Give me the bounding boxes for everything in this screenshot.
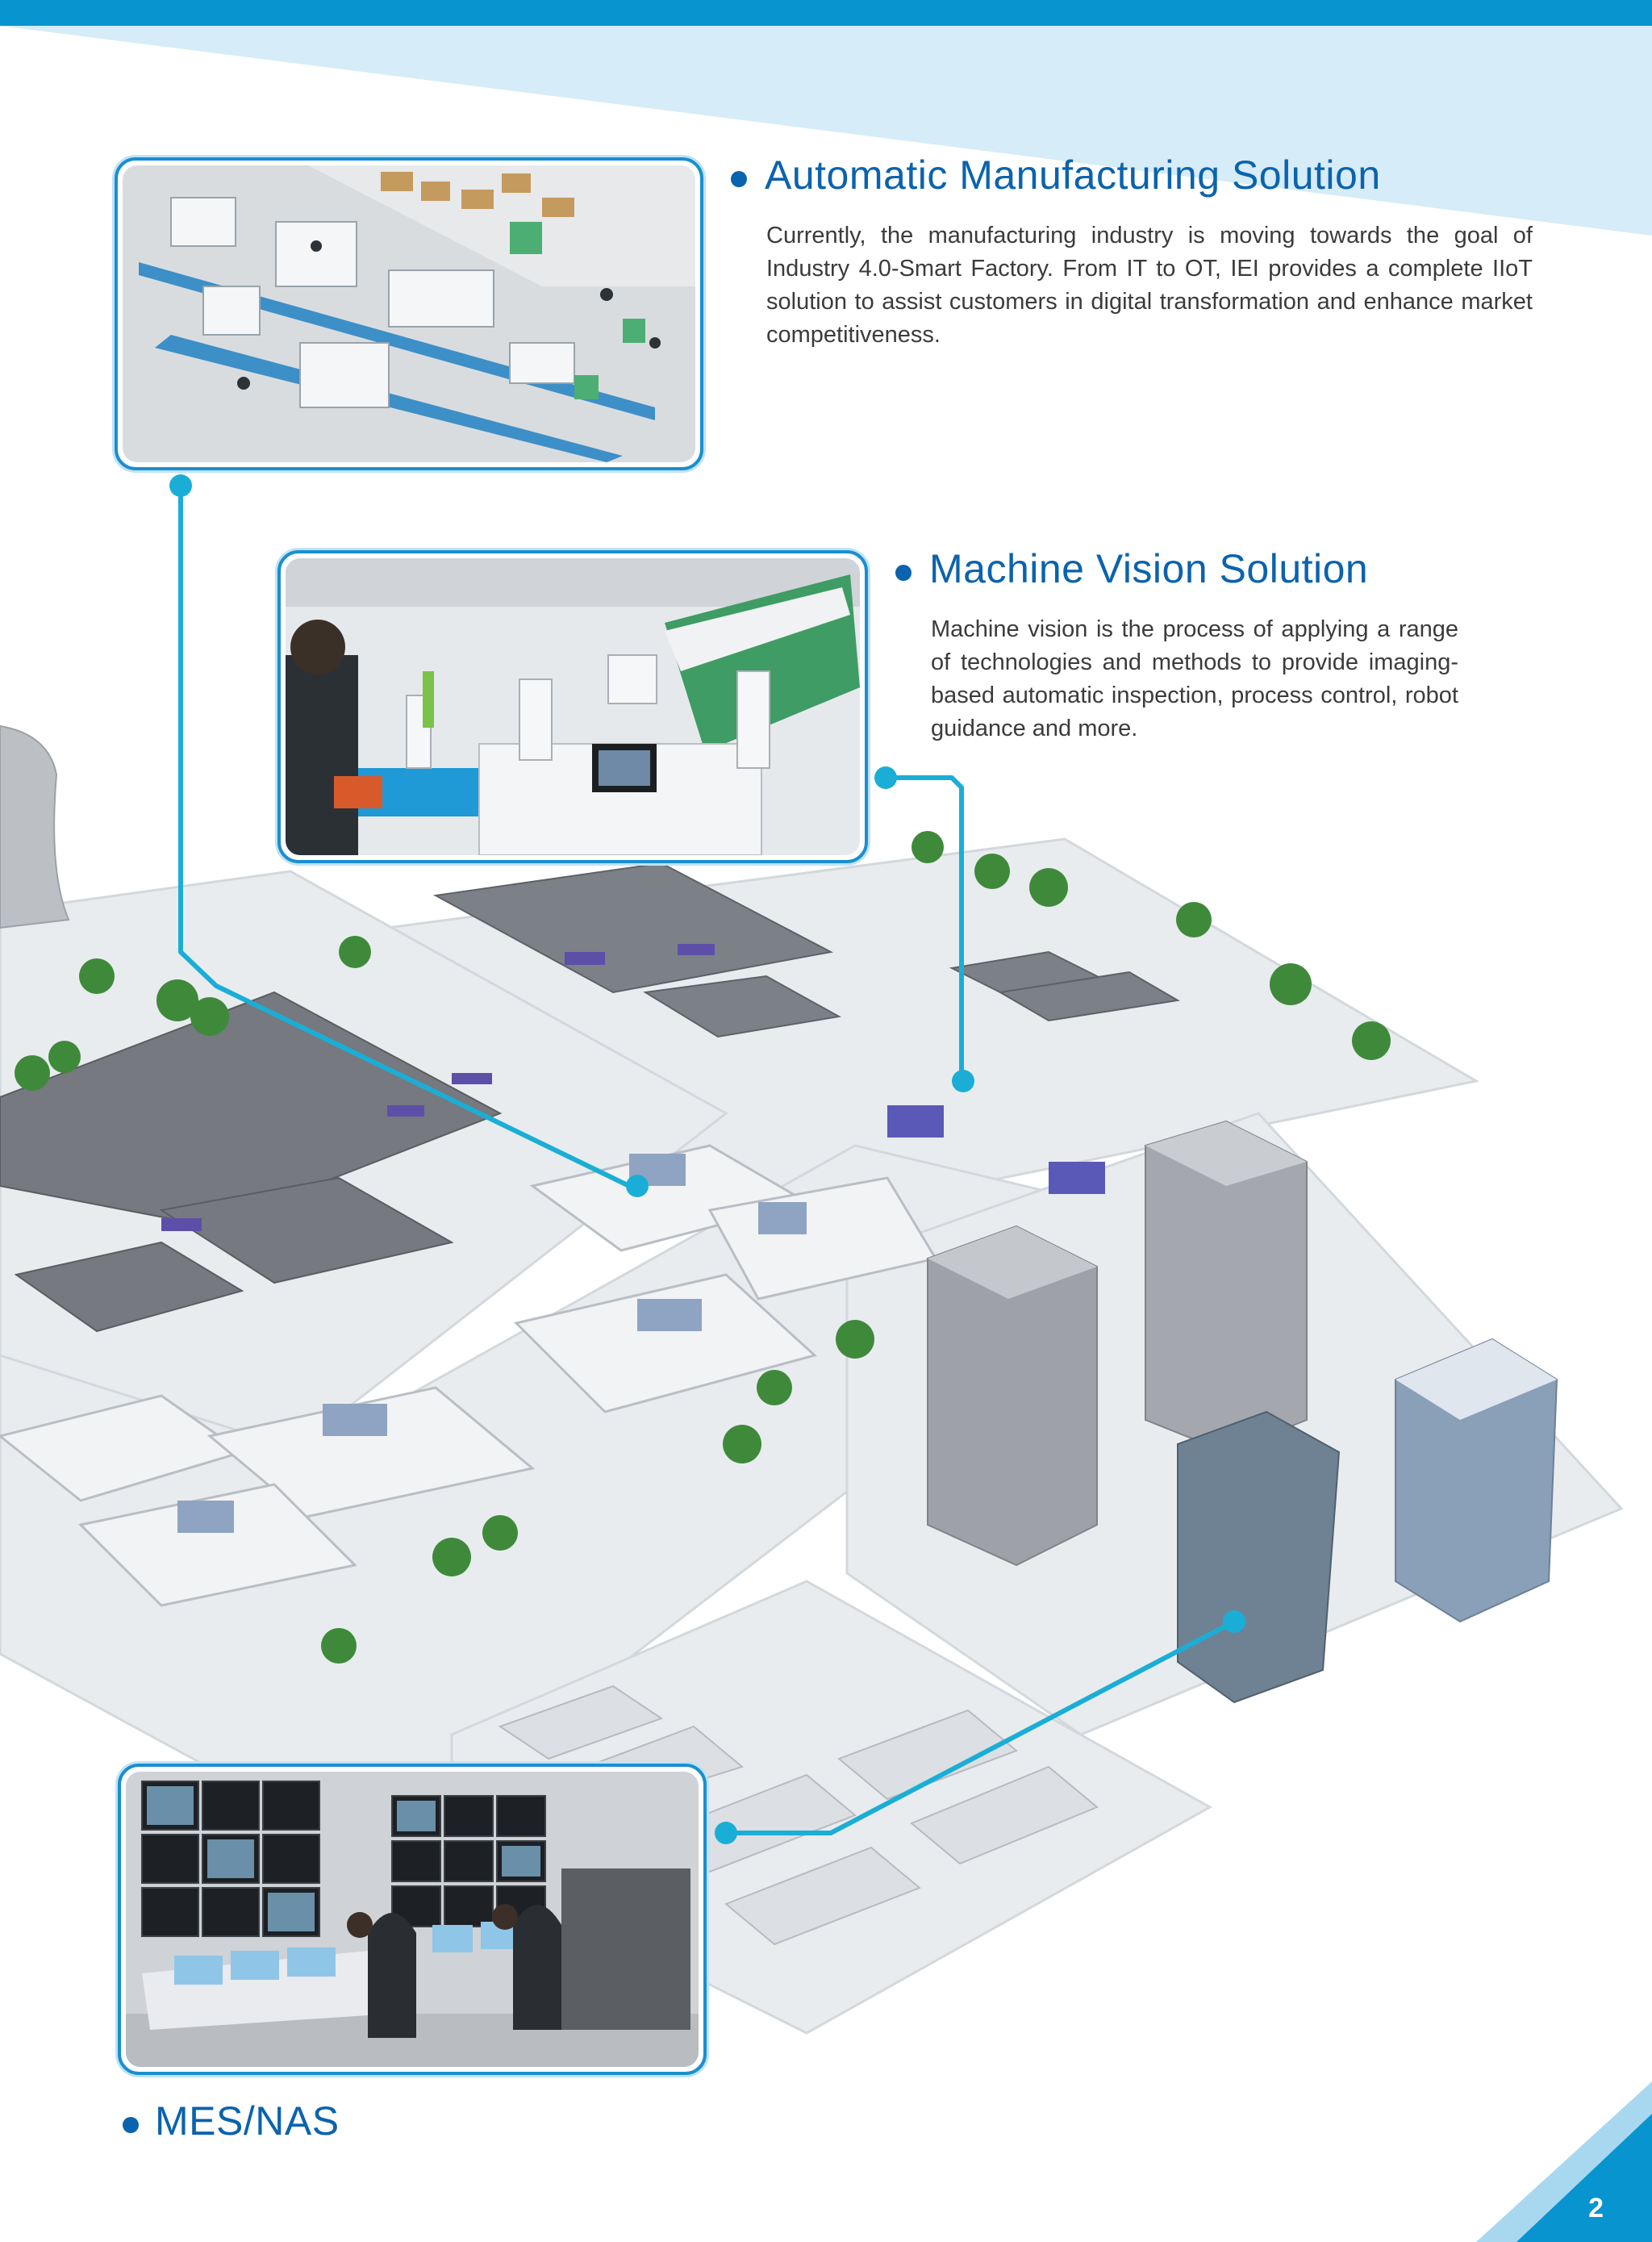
bottom-corner-dark bbox=[1516, 2114, 1652, 2242]
solar-panels bbox=[177, 1154, 807, 1533]
cooling-tower bbox=[0, 724, 70, 929]
factory-buildings-upper bbox=[432, 862, 1180, 1038]
bullet-machine-vision bbox=[895, 565, 912, 581]
machine-vision-title: Machine Vision Solution bbox=[929, 546, 1369, 591]
trucks bbox=[161, 944, 1105, 1231]
factory-production-photo bbox=[115, 157, 703, 470]
bullet-automatic-manufacturing bbox=[731, 171, 747, 187]
trees bbox=[15, 831, 1391, 1664]
bullet-mes-nas bbox=[123, 2117, 139, 2133]
factory-buildings-left bbox=[0, 991, 503, 1333]
office-buildings bbox=[0, 1144, 938, 1607]
machine-vision-body: Machine vision is the process of applyin… bbox=[931, 616, 1458, 741]
connector-dots bbox=[169, 474, 1245, 1844]
automatic-manufacturing-title: Automatic Manufacturing Solution bbox=[765, 152, 1381, 198]
mes-nas-title: MES/NAS bbox=[155, 2098, 340, 2144]
glass-tower bbox=[1177, 1410, 1341, 1704]
top-diagonal-band bbox=[0, 26, 1652, 236]
top-bar bbox=[0, 0, 1652, 26]
tower-left bbox=[927, 1225, 1098, 1567]
automatic-manufacturing-body: Currently, the manufacturing industry is… bbox=[766, 223, 1533, 348]
connector-machine-vision bbox=[886, 775, 964, 1081]
blue-office-tower bbox=[1395, 1338, 1558, 1623]
page-number: 2 bbox=[1588, 2193, 1604, 2223]
tower-right bbox=[1145, 1120, 1308, 1454]
connector-lines bbox=[178, 486, 1236, 1835]
connector-manufacturing bbox=[178, 486, 631, 1188]
machine-vision-photo bbox=[277, 550, 868, 863]
control-room-photo bbox=[118, 1764, 707, 2075]
connector-mes-nas bbox=[726, 1619, 1236, 1835]
